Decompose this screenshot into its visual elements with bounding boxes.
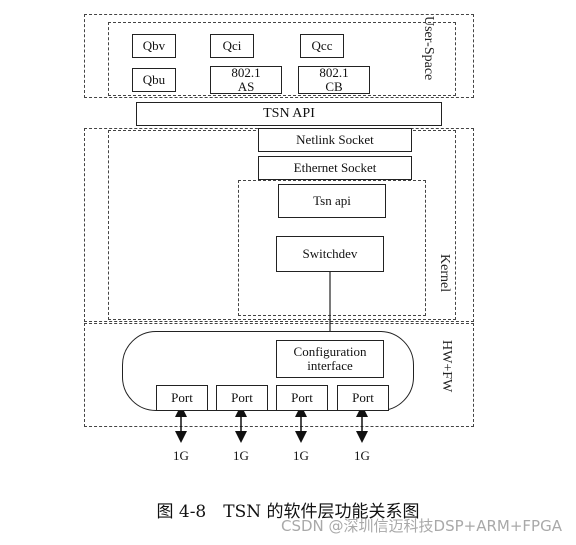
qcc-module: Qcc [300,34,344,58]
kernel-label: Kernel [437,254,452,293]
user-space-inner-region [108,22,456,96]
port-2: Port [216,385,268,411]
qbv-module: Qbv [132,34,176,58]
qbu-module: Qbu [132,68,176,92]
as-module: 802.1 AS [210,66,282,94]
speed-label-3: 1G [293,448,309,463]
port-3: Port [276,385,328,411]
switchdev: Switchdev [276,236,384,272]
speed-label-2: 1G [233,448,249,463]
tsn-api-bar: TSN API [136,102,442,126]
tsn-api-kernel: Tsn api [278,184,386,218]
ethernet-socket: Ethernet Socket [258,156,412,180]
cb-module: 802.1 CB [298,66,370,94]
speed-label-1: 1G [173,448,189,463]
watermark: CSDN @深圳信迈科技DSP+ARM+FPGA [281,517,562,535]
hwfw-label: HW+FW [439,340,454,393]
port-1: Port [156,385,208,411]
speed-label-4: 1G [354,448,370,463]
qci-module: Qci [210,34,254,58]
user-space-label: User-Space [421,16,436,81]
driver-region [238,180,426,316]
configuration-interface: Configuration interface [276,340,384,378]
hwfw-region [84,323,474,427]
figure-caption: 图 4-8 TSN 的软件层功能关系图 [156,502,420,522]
port-4: Port [337,385,389,411]
user-space-region [84,14,474,98]
netlink-socket: Netlink Socket [258,128,412,152]
